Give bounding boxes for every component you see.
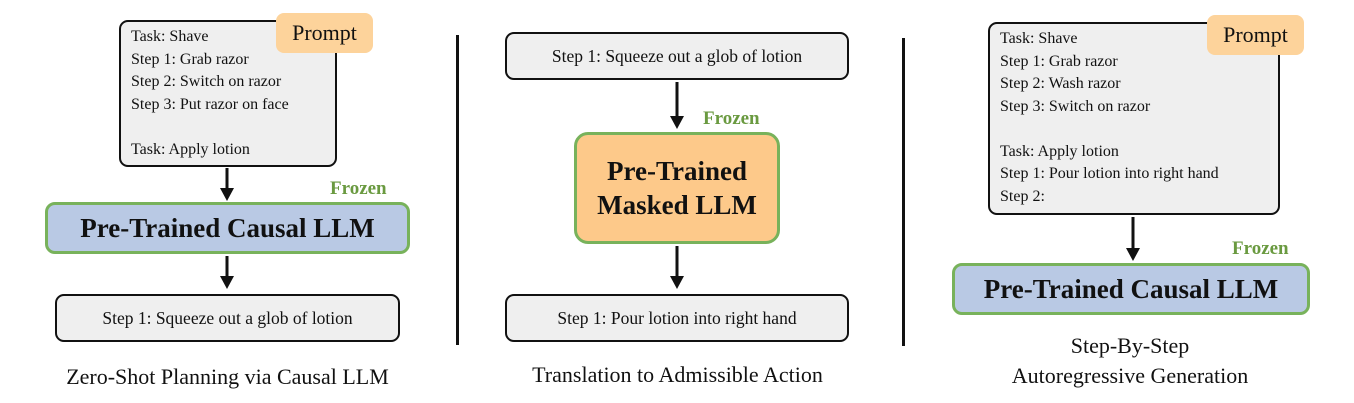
arrow-down-icon (220, 256, 234, 289)
divider-right (902, 38, 905, 346)
output-box-1: Step 1: Squeeze out a glob of lotion (55, 294, 400, 342)
prompt-line: Task: Shave (1000, 30, 1078, 47)
input-box-2: Step 1: Squeeze out a glob of lotion (505, 32, 849, 80)
masked-llm-box: Pre-Trained Masked LLM (574, 132, 780, 244)
caption-3: Step-By-Step Autoregressive Generation (1011, 333, 1249, 388)
causal-llm-box-1: Pre-Trained Causal LLM (45, 202, 410, 254)
prompt-line (131, 116, 325, 139)
caption-1: Zero-Shot Planning via Causal LLM (66, 364, 389, 389)
prompt-line: Task: Apply lotion (131, 140, 250, 158)
prompt-tag-3: Prompt (1207, 15, 1304, 55)
arrow-down-icon (220, 168, 234, 201)
frozen-label-1: Frozen (330, 178, 387, 199)
prompt-line: Step 2: (1000, 187, 1045, 205)
prompt-line: Step 3: Switch on razor (1000, 97, 1151, 115)
causal-llm-box-3: Pre-Trained Causal LLM (952, 263, 1310, 315)
prompt-line (1000, 118, 1268, 141)
prompt-line: Step 3: Put razor on face (131, 95, 289, 113)
prompt-line: Step 2: Switch on razor (131, 73, 282, 90)
frozen-label-3: Frozen (1232, 238, 1289, 259)
caption-2: Translation to Admissible Action (532, 362, 823, 387)
prompt-tag-1: Prompt (276, 13, 373, 53)
arrow-down-icon (670, 82, 684, 129)
prompt-line: Step 2: Wash razor (1000, 75, 1121, 92)
prompt-line: Step 1: Grab razor (131, 50, 249, 68)
output-box-2: Step 1: Pour lotion into right hand (505, 294, 849, 342)
frozen-label-2: Frozen (703, 108, 760, 129)
prompt-line: Task: Shave (131, 28, 209, 45)
arrow-down-icon (670, 246, 684, 289)
arrow-down-icon (1126, 217, 1140, 261)
prompt-line: Step 1: Pour lotion into right hand (1000, 165, 1219, 182)
prompt-line: Step 1: Grab razor (1000, 52, 1118, 70)
divider-left (456, 35, 459, 345)
prompt-line: Task: Apply lotion (1000, 142, 1119, 160)
